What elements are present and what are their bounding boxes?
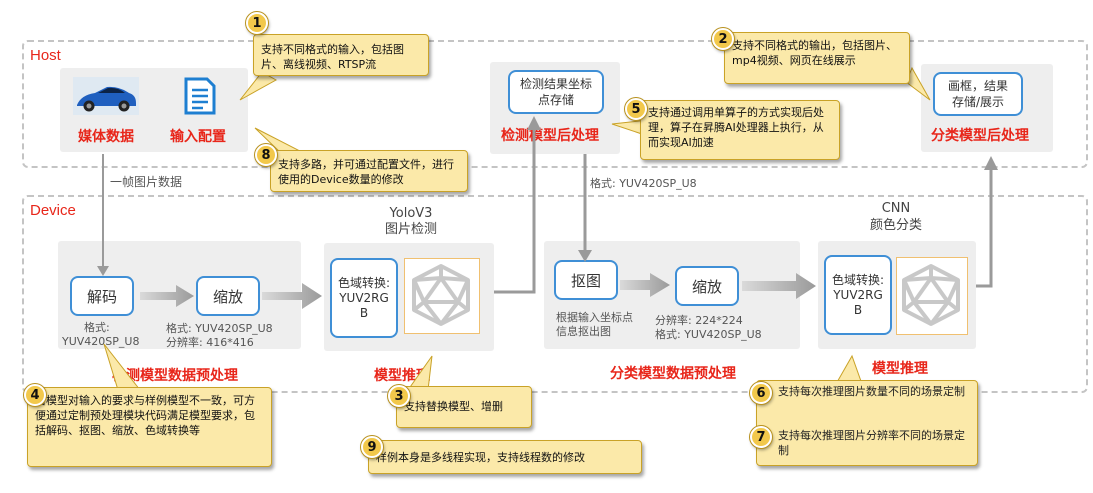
detect-post-label: 检测模型后处理 <box>501 128 599 144</box>
cnn-title: CNN <box>881 201 911 216</box>
detect-post-box: 检测结果坐标点存储 <box>508 70 604 114</box>
device-region <box>22 195 1088 393</box>
callout-6-7 <box>756 380 978 466</box>
callout-9: 样例本身是多线程实现，支持线程数的修改 <box>368 440 642 474</box>
cnn-csc-box: 色域转换:YUV2RGB <box>824 255 892 335</box>
device-title: Device <box>30 202 76 219</box>
callout-1-number: 1 <box>246 12 268 34</box>
resize-resolution: 分辨率: 416*416 <box>166 336 254 349</box>
crop-box: 抠图 <box>554 260 618 300</box>
callout-5: 支持通过调用单算子的方式实现后处理，算子在昇腾AI处理器上执行，从而实现AI加速 <box>640 100 840 160</box>
network-icon <box>412 264 470 326</box>
callout-2-number: 2 <box>712 28 734 50</box>
yolo-title: YoloV3 <box>389 206 433 221</box>
resize2-format: 格式: YUV420SP_U8 <box>655 328 762 341</box>
callout-3-number: 3 <box>388 385 410 407</box>
decode-format: 格式: <box>84 321 110 334</box>
document-icon <box>184 77 216 115</box>
car-image <box>73 77 139 115</box>
callout-3: 支持替换模型、增删 <box>396 386 532 428</box>
callout-8-number: 8 <box>255 144 277 166</box>
callout-4: 若模型对输入的要求与样例模型不一致，可方便通过定制预处理模块代码满足模型要求，包… <box>27 387 272 467</box>
resize2-box: 缩放 <box>675 266 739 306</box>
cnn-infer-label: 模型推理 <box>872 361 928 377</box>
callout-5-number: 5 <box>625 98 647 120</box>
class-preproc-label: 分类模型数据预处理 <box>610 366 736 382</box>
cnn-subtitle: 颜色分类 <box>869 218 922 233</box>
media-data-label: 媒体数据 <box>78 129 134 145</box>
resize-format: 格式: YUV420SP_U8 <box>166 322 273 335</box>
class-post-label: 分类模型后处理 <box>931 128 1029 144</box>
network-icon <box>902 264 960 326</box>
callout-2: 支持不同格式的输出，包括图片、mp4视频、网页在线展示 <box>724 32 910 84</box>
resize-box: 缩放 <box>196 276 260 316</box>
host-region <box>22 40 1088 168</box>
yolo-csc-box: 色域转换:YUV2RGB <box>330 258 398 338</box>
input-config-label: 输入配置 <box>170 129 226 145</box>
callout-7-text: 支持每次推理图片分辨率不同的场景定制 <box>778 429 965 457</box>
host-title: Host <box>30 47 61 64</box>
callout-6-text: 支持每次推理图片数量不同的场景定制 <box>778 385 965 398</box>
frame-note: 一帧图片数据 <box>110 175 183 189</box>
callout-8: 支持多路，并可通过配置文件，进行使用的Device数量的修改 <box>270 150 468 192</box>
callout-7-number: 7 <box>750 426 772 448</box>
preproc-label: 检测模型数据预处理 <box>112 368 238 384</box>
decode-box: 解码 <box>70 276 134 316</box>
yolo-subtitle: 图片检测 <box>384 222 437 237</box>
class-post-box: 画框，结果存储/展示 <box>933 72 1023 116</box>
callout-6-number: 6 <box>750 382 772 404</box>
decode-format-value: YUV420SP_U8 <box>62 335 140 348</box>
callout-1: 支持不同格式的输入，包括图片、离线视频、RTSP流 <box>253 34 429 76</box>
callout-4-number: 4 <box>24 384 46 406</box>
post-format-note: 格式: YUV420SP_U8 <box>590 177 697 190</box>
callout-9-number: 9 <box>361 436 383 458</box>
resize2-resolution: 分辨率: 224*224 <box>655 314 743 327</box>
crop-note: 根据输入坐标点信息抠出图 <box>556 311 633 338</box>
